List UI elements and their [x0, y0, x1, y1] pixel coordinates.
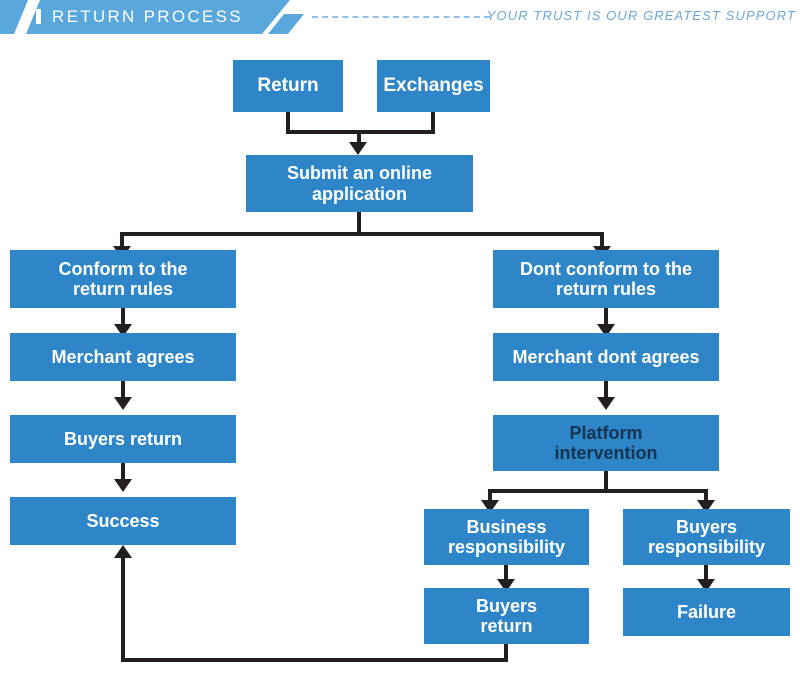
connector-loop-bottom — [121, 658, 508, 662]
node-buyers-return-left[interactable]: Buyers return — [10, 415, 236, 463]
arrow-loop-to-success — [114, 545, 132, 558]
connector-branch-horizontal — [120, 232, 604, 236]
arrow-to-success — [114, 479, 132, 492]
node-merchant-dont-agrees-label: Merchant dont agrees — [512, 346, 700, 367]
node-success-label: Success — [86, 510, 160, 531]
node-submit-application[interactable]: Submit an online application — [246, 155, 473, 212]
connector-branch-left-down — [120, 232, 124, 250]
header-dashed-divider — [312, 16, 490, 18]
header-banner: RETURN PROCESS YOUR TRUST IS OUR GREATES… — [0, 0, 800, 34]
connector-platform-branch-right-down — [704, 489, 708, 503]
node-failure-label: Failure — [676, 601, 737, 622]
connector-buyers-return-left-down — [121, 463, 125, 483]
connector-conform-down — [121, 308, 125, 328]
arrow-to-platform-intervention — [597, 397, 615, 410]
connector-merchant-agrees-down — [121, 381, 125, 401]
connector-merge-stem — [357, 130, 361, 145]
connector-loop-down — [504, 644, 508, 662]
arrow-to-buyers-return-left — [114, 397, 132, 410]
node-exchanges-label: Exchanges — [383, 75, 484, 97]
header-banner-shape — [0, 0, 290, 34]
node-return[interactable]: Return — [233, 60, 343, 112]
node-buyers-return-right[interactable]: Buyers return — [424, 588, 589, 644]
connector-platform-branch-left-down — [488, 489, 492, 503]
node-success[interactable]: Success — [10, 497, 236, 545]
node-buyers-responsibility-label: Buyers responsibility — [647, 516, 766, 557]
connector-loop-up — [121, 558, 125, 658]
node-buyers-responsibility[interactable]: Buyers responsibility — [623, 509, 790, 565]
arrow-to-submit — [349, 142, 367, 155]
node-failure[interactable]: Failure — [623, 588, 790, 636]
node-conform-rules[interactable]: Conform to the return rules — [10, 250, 236, 308]
node-business-responsibility[interactable]: Business responsibility — [424, 509, 589, 565]
connector-branch-right-down — [600, 232, 604, 250]
vertical-bar-icon — [36, 9, 41, 24]
connector-platform-branch-horizontal — [488, 489, 708, 493]
node-return-label: Return — [257, 75, 319, 97]
connector-buyers-responsibility-down — [704, 565, 708, 582]
node-dont-conform-rules-label: Dont conform to the return rules — [520, 258, 692, 299]
connector-return-down — [286, 112, 290, 134]
node-merchant-agrees-label: Merchant agrees — [51, 346, 195, 367]
node-business-responsibility-label: Business responsibility — [447, 516, 566, 557]
connector-exchanges-down — [431, 112, 435, 134]
node-exchanges[interactable]: Exchanges — [377, 60, 490, 112]
node-platform-intervention-label: Platform intervention — [554, 422, 658, 463]
node-submit-application-label: Submit an online application — [286, 163, 432, 204]
connector-merchant-dont-agrees-down — [604, 381, 608, 401]
connector-platform-stem — [604, 471, 608, 493]
node-dont-conform-rules[interactable]: Dont conform to the return rules — [493, 250, 719, 308]
node-buyers-return-left-label: Buyers return — [63, 428, 183, 449]
page-title: RETURN PROCESS — [52, 7, 243, 26]
node-merchant-dont-agrees[interactable]: Merchant dont agrees — [493, 333, 719, 381]
return-process-flowchart: Return Exchanges Submit an online applic… — [0, 34, 800, 680]
connector-business-responsibility-down — [504, 565, 508, 582]
node-platform-intervention[interactable]: Platform intervention — [493, 415, 719, 471]
connector-submit-stem — [357, 212, 361, 236]
node-buyers-return-right-label: Buyers return — [475, 595, 538, 636]
header-tagline: YOUR TRUST IS OUR GREATEST SUPPORT — [486, 8, 796, 23]
node-merchant-agrees[interactable]: Merchant agrees — [10, 333, 236, 381]
node-conform-rules-label: Conform to the return rules — [58, 258, 188, 299]
connector-dont-conform-down — [604, 308, 608, 328]
